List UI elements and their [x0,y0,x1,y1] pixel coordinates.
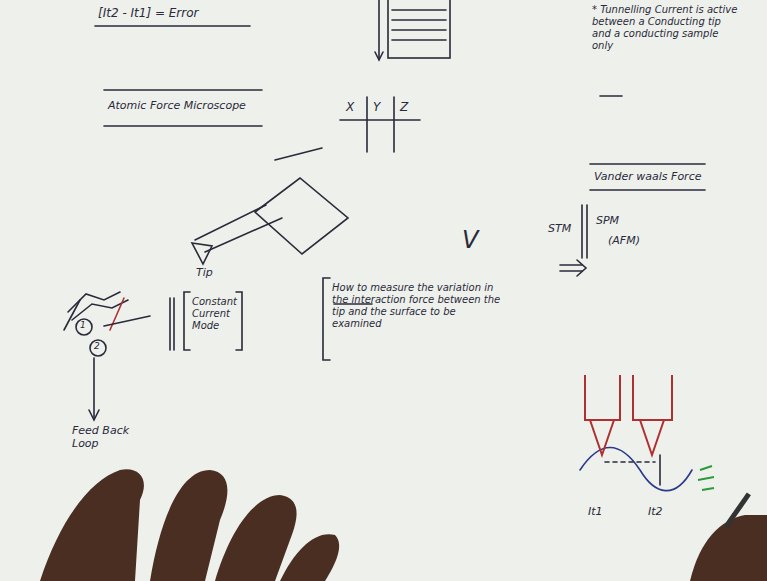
section-heading: Atomic Force Microscope [108,99,268,112]
acronym-label: (AFM) [608,234,658,247]
process-note: Feed Back Loop [72,424,142,450]
callout-number: 2 [94,341,104,352]
table-cell: Z [400,100,416,114]
section-heading: Vander waals Force [594,170,714,183]
part-label: Tip [196,266,236,279]
acronym-label: SPM [596,214,636,227]
current-label: It1 [588,505,622,518]
side-note: * Tunnelling Current is active between a… [592,4,742,52]
table-cell: X [346,100,362,114]
presenter-hand [40,469,767,581]
table-cell: Y [373,100,389,114]
callout-number: 1 [80,320,90,331]
acronym-label: STM [548,222,582,235]
symbol-label: V [462,226,488,255]
question-note: How to measure the variation in the inte… [332,282,502,330]
mode-note: Constant Current Mode [192,296,237,332]
current-label: It2 [648,505,682,518]
formula-note: [It2 - It1] = Error [98,6,258,20]
